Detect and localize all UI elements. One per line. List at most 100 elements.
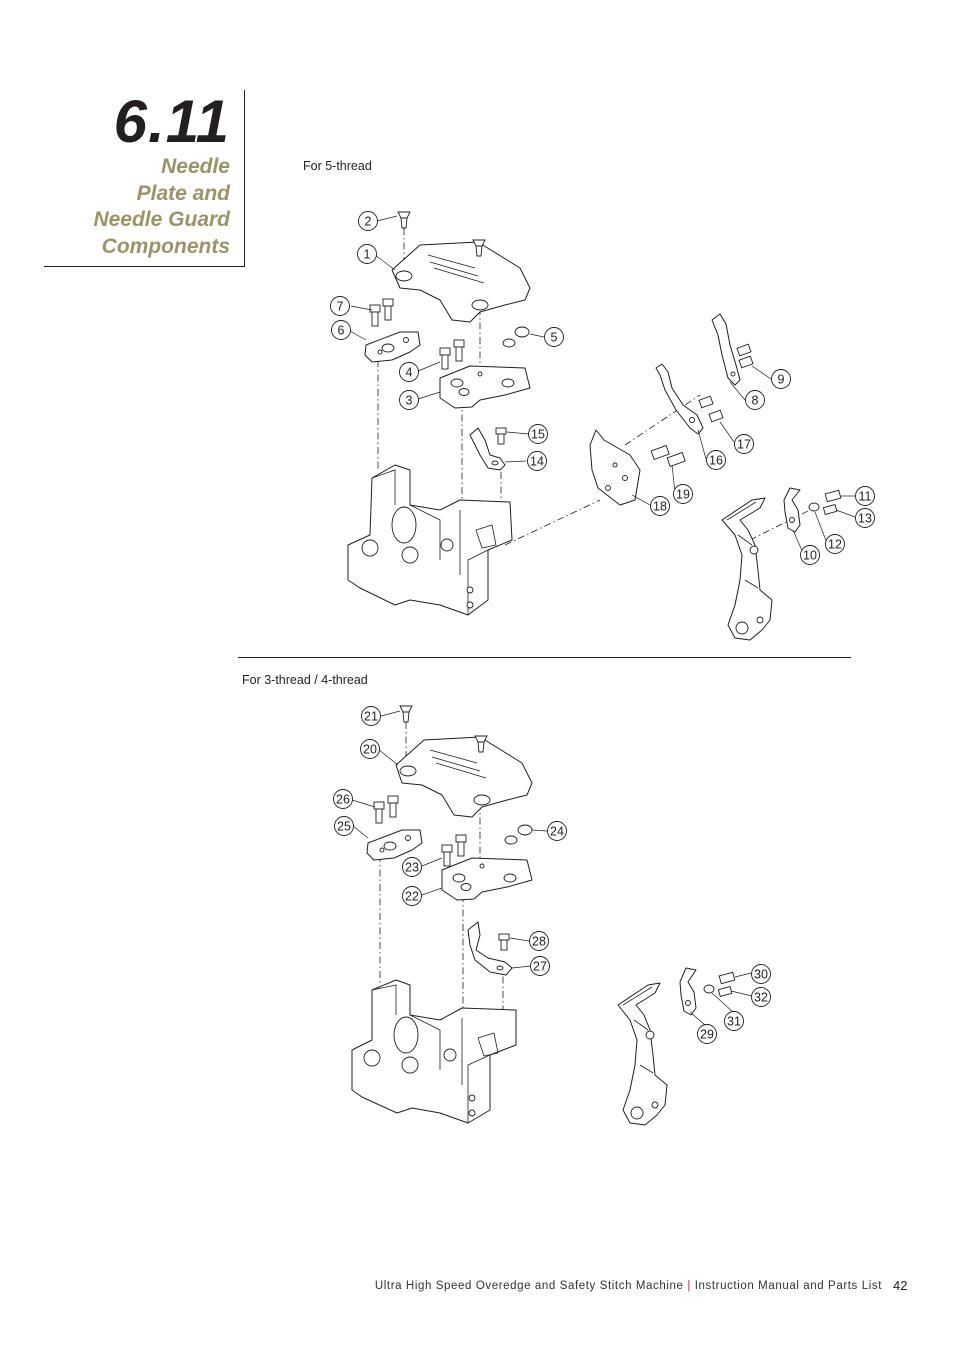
screw-icon — [453, 339, 465, 362]
callout-26: 26 — [333, 789, 353, 809]
svg-text:6: 6 — [338, 324, 345, 338]
footer-separator: | — [687, 1280, 691, 1292]
looper — [617, 982, 668, 1126]
section-title-line: Needle — [161, 155, 230, 178]
callout-15: 15 — [528, 424, 548, 444]
washer-icon — [808, 502, 820, 512]
svg-text:7: 7 — [337, 300, 344, 314]
needle-plate — [395, 736, 533, 818]
screw-icon — [439, 347, 451, 370]
footer: Ultra High Speed Overedge and Safety Sti… — [375, 1280, 882, 1292]
svg-text:2: 2 — [365, 215, 372, 229]
svg-text:21: 21 — [364, 710, 378, 724]
section-header: 6.11 Needle Plate and Needle Guard Compo… — [44, 90, 245, 267]
svg-text:30: 30 — [754, 968, 768, 982]
svg-text:15: 15 — [531, 428, 545, 442]
needle-plate — [391, 241, 531, 323]
svg-text:20: 20 — [363, 743, 377, 757]
callout-1: 1 — [357, 244, 377, 264]
diagram-caption-3-4-thread: For 3-thread / 4-thread — [242, 673, 368, 687]
svg-text:3: 3 — [406, 394, 413, 408]
feed-plate — [441, 857, 533, 901]
screw-icon — [736, 343, 752, 357]
svg-text:25: 25 — [337, 820, 351, 834]
screw-icon — [441, 844, 453, 867]
svg-text:18: 18 — [653, 500, 667, 514]
callout-12: 12 — [825, 534, 845, 554]
section-title-line: Components — [101, 234, 230, 258]
svg-text:8: 8 — [752, 394, 759, 408]
screw-icon — [717, 985, 733, 997]
callout-23: 23 — [402, 857, 422, 877]
diagram-caption-5-thread: For 5-thread — [303, 159, 372, 173]
callout-3: 3 — [399, 390, 419, 410]
callout-7: 7 — [330, 296, 350, 316]
callout-31: 31 — [724, 1011, 744, 1031]
svg-text:13: 13 — [858, 512, 872, 526]
looper-bracket — [589, 429, 641, 506]
callout-32: 32 — [751, 987, 771, 1007]
screw-icon — [502, 326, 530, 348]
needle-guard — [366, 829, 423, 861]
needle-guard-arm — [655, 363, 704, 435]
bracket — [467, 921, 513, 976]
svg-text:22: 22 — [405, 890, 419, 904]
callout-28: 28 — [529, 931, 549, 951]
callout-2: 2 — [358, 211, 378, 231]
svg-text:17: 17 — [737, 438, 751, 452]
screw-icon — [399, 705, 413, 723]
svg-text:32: 32 — [754, 991, 768, 1005]
callout-27: 27 — [530, 956, 550, 976]
callout-29: 29 — [697, 1024, 717, 1044]
section-title: Needle Plate and Needle Guard Components — [40, 154, 230, 260]
callout-19: 19 — [673, 484, 693, 504]
svg-text:24: 24 — [550, 825, 564, 839]
screw-icon — [373, 801, 385, 824]
callout-4: 4 — [399, 362, 419, 382]
callout-17: 17 — [734, 434, 754, 454]
callout-30: 30 — [751, 964, 771, 984]
screw-icon — [455, 834, 467, 857]
machine-bed — [351, 979, 517, 1124]
rear-needle-guard — [783, 487, 801, 533]
svg-text:19: 19 — [676, 488, 690, 502]
section-divider — [238, 657, 851, 658]
screw-icon — [650, 444, 670, 461]
callout-20: 20 — [360, 739, 380, 759]
section-number: 6.11 — [113, 88, 230, 155]
svg-text:1: 1 — [364, 248, 371, 262]
callout-14: 14 — [527, 451, 547, 471]
callout-18: 18 — [650, 496, 670, 516]
callout-25: 25 — [334, 816, 354, 836]
callout-5: 5 — [544, 327, 564, 347]
svg-text:12: 12 — [828, 538, 842, 552]
svg-text:10: 10 — [803, 549, 817, 563]
svg-text:16: 16 — [709, 454, 723, 468]
callout-21: 21 — [361, 706, 381, 726]
washer-icon — [703, 984, 715, 994]
needle-guard — [364, 331, 421, 363]
screw-icon — [822, 503, 838, 515]
svg-text:31: 31 — [727, 1015, 741, 1029]
callout-8: 8 — [745, 390, 765, 410]
screw-icon — [666, 451, 686, 468]
svg-text:23: 23 — [405, 861, 419, 875]
callout-9: 9 — [771, 369, 791, 389]
footer-product: Ultra High Speed Overedge and Safety Sti… — [374, 1280, 684, 1292]
screw-icon — [498, 933, 510, 951]
screw-icon — [824, 489, 842, 503]
svg-text:11: 11 — [859, 490, 872, 504]
screw-icon — [718, 971, 736, 985]
diagram-5-thread: 1 2 3 4 5 6 7 8 9 10 11 12 13 14 15 16 1… — [330, 211, 875, 641]
svg-text:4: 4 — [406, 366, 413, 380]
page-number: 42 — [893, 1278, 908, 1293]
callout-22: 22 — [402, 886, 422, 906]
section-title-line: Needle Guard — [93, 208, 230, 231]
section-title-line: Plate and — [136, 181, 230, 205]
screw-icon — [369, 304, 381, 327]
screw-icon — [397, 211, 411, 229]
screw-icon — [708, 409, 724, 423]
screw-icon — [382, 298, 394, 321]
rear-needle-guard — [679, 967, 697, 1016]
